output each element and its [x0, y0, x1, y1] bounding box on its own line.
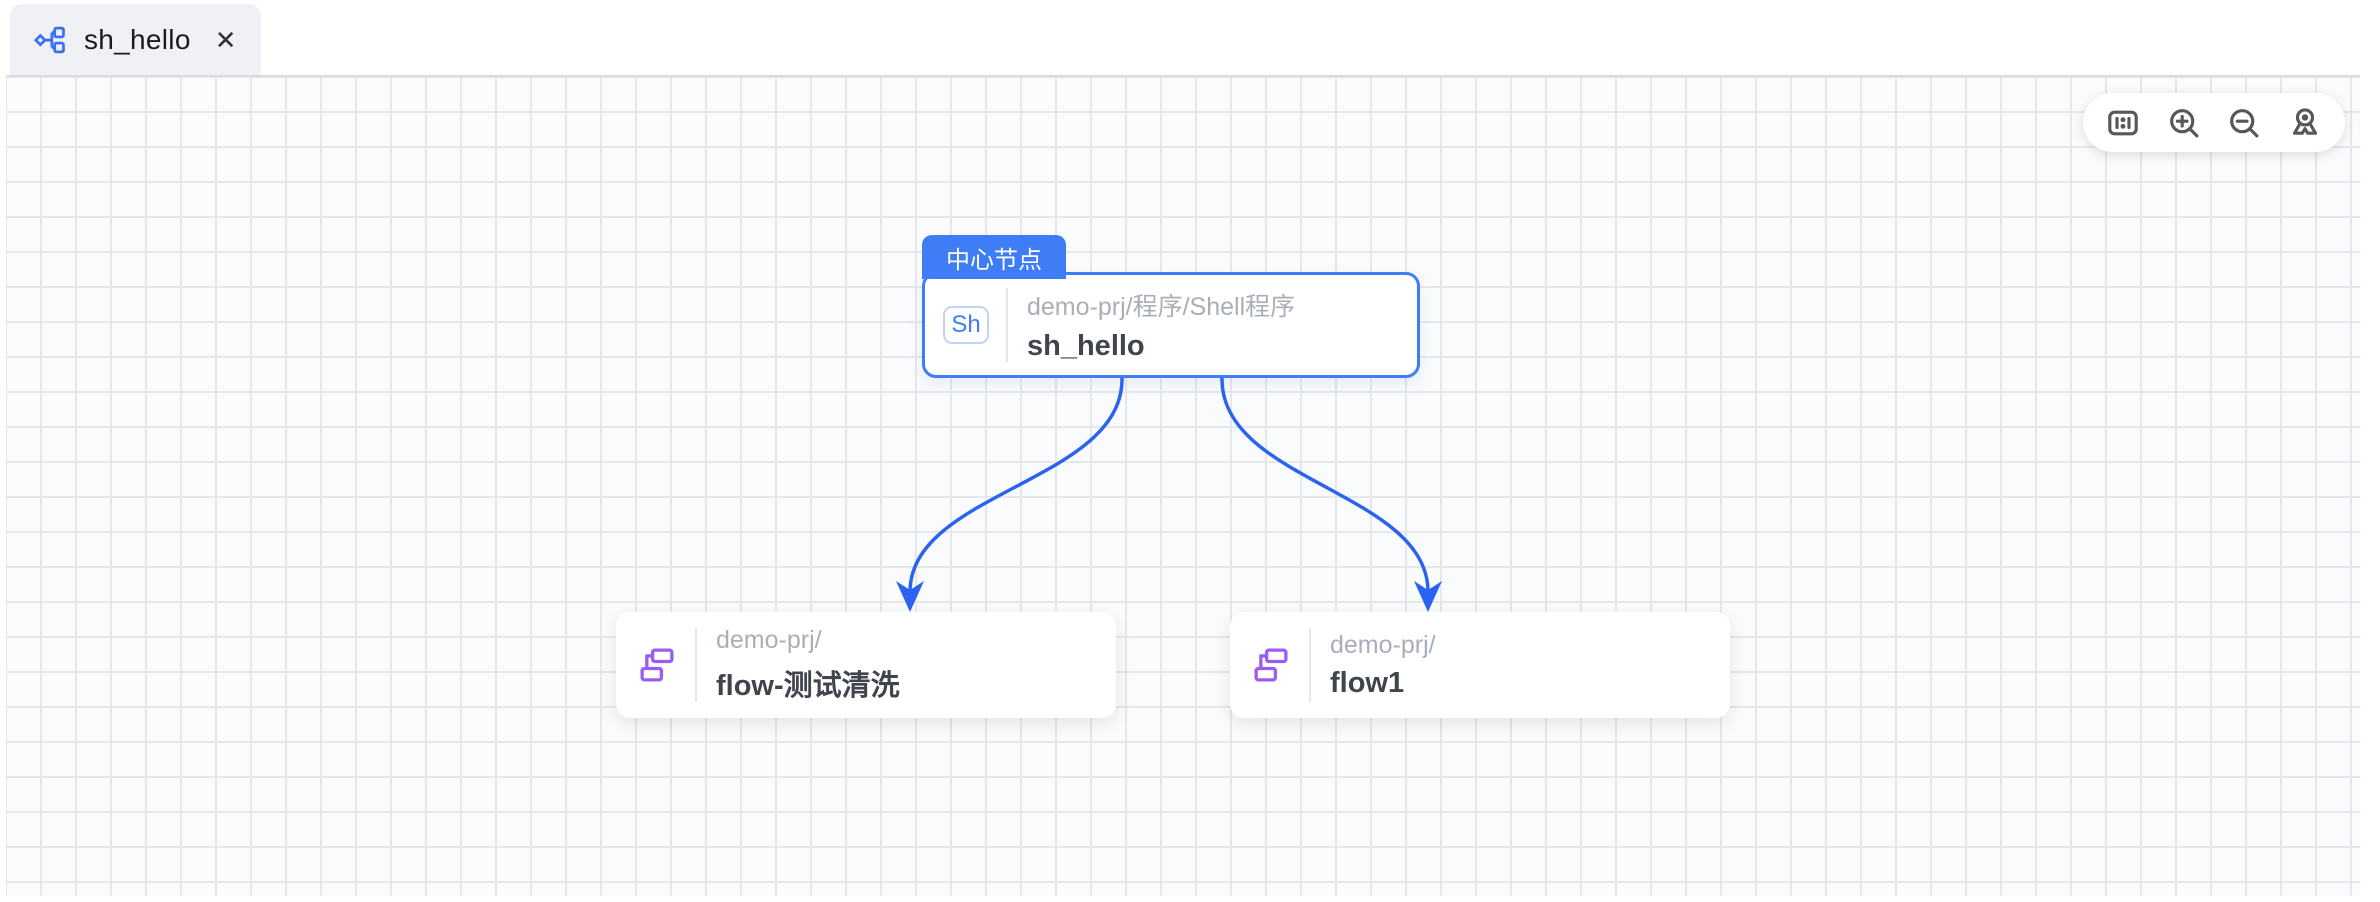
zoom-in-button[interactable] — [2164, 103, 2204, 143]
node-divider — [1006, 288, 1008, 362]
zoom-out-button[interactable] — [2224, 103, 2264, 143]
node-title: flow1 — [1330, 666, 1405, 699]
node-divider — [1309, 628, 1311, 702]
locate-center-button[interactable] — [2285, 103, 2325, 143]
node-title: sh_hello — [1027, 330, 1145, 362]
node-flow-cleanse[interactable]: demo-prj/ flow-测试清洗 — [616, 612, 1116, 718]
graph-canvas[interactable] — [6, 75, 2360, 896]
node-path: demo-prj/ — [716, 626, 822, 654]
tab-close-icon[interactable]: ✕ — [214, 24, 237, 55]
shell-type-icon: Sh — [943, 306, 989, 344]
node-path: demo-prj/ — [1330, 630, 1436, 659]
flow-icon — [1250, 644, 1292, 686]
tab-bar: sh_hello ✕ — [0, 0, 2380, 75]
lineage-graph-icon — [34, 23, 68, 57]
node-flow1[interactable]: demo-prj/ flow1 — [1230, 612, 1730, 718]
flow-icon — [636, 644, 678, 686]
node-path: demo-prj/程序/Shell程序 — [1027, 293, 1296, 321]
center-node-badge: 中心节点 — [922, 235, 1066, 279]
canvas-toolbar — [2083, 93, 2345, 152]
node-title: flow-测试清洗 — [716, 670, 900, 702]
tab-sh-hello[interactable]: sh_hello ✕ — [10, 4, 261, 75]
tab-title: sh_hello — [84, 23, 191, 55]
node-divider — [695, 628, 697, 702]
node-sh-hello[interactable]: 中心节点 Sh demo-prj/程序/Shell程序 sh_hello — [922, 235, 1420, 378]
actual-size-button[interactable] — [2103, 103, 2143, 143]
